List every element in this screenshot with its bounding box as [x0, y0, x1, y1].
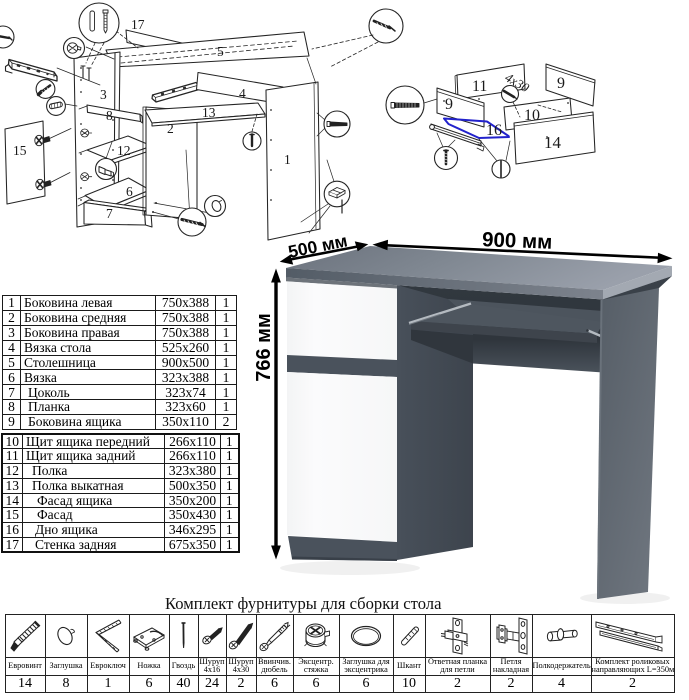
svg-text:6: 6 — [126, 184, 133, 199]
svg-text:11: 11 — [472, 78, 487, 95]
svg-text:900 мм: 900 мм — [482, 228, 553, 254]
svg-text:13: 13 — [202, 105, 216, 120]
svg-text:12: 12 — [117, 143, 131, 158]
svg-text:9: 9 — [557, 75, 565, 92]
svg-text:8: 8 — [106, 108, 113, 123]
svg-text:17: 17 — [131, 17, 145, 32]
svg-text:10: 10 — [524, 107, 540, 124]
svg-text:4: 4 — [239, 86, 246, 101]
svg-text:1: 1 — [284, 152, 291, 167]
svg-text:15: 15 — [13, 143, 27, 158]
svg-text:2: 2 — [167, 121, 174, 136]
svg-text:5: 5 — [217, 44, 224, 59]
svg-text:7: 7 — [106, 206, 113, 221]
svg-text:3: 3 — [100, 87, 107, 102]
svg-text:16: 16 — [486, 122, 502, 139]
svg-text:9: 9 — [445, 96, 453, 113]
svg-text:14: 14 — [544, 133, 562, 152]
svg-text:766 мм: 766 мм — [253, 313, 275, 382]
